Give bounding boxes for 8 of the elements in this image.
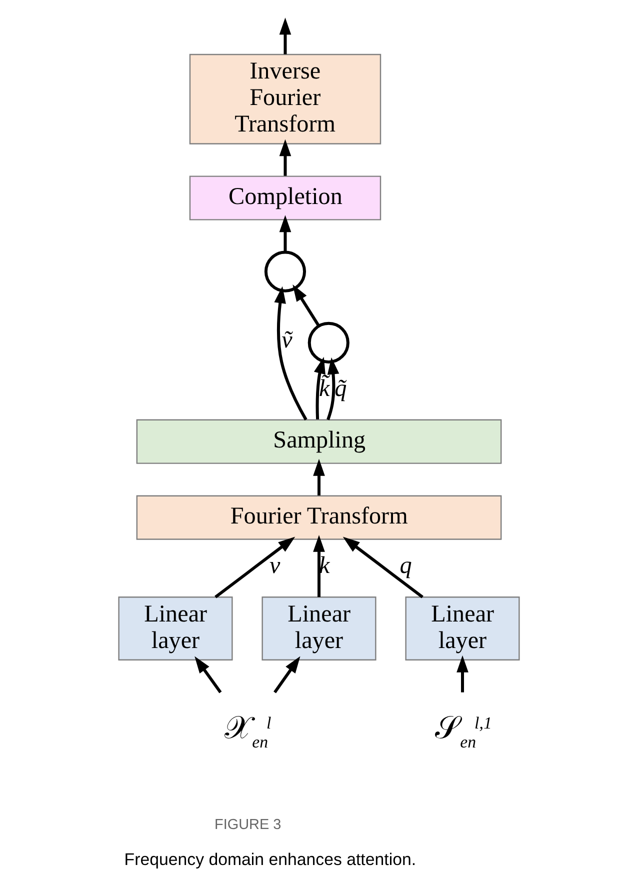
edge-label: q̃ bbox=[334, 376, 347, 402]
edge-label: q bbox=[400, 553, 412, 580]
label: FIGURE 3 bbox=[214, 816, 282, 833]
edge-label: k̃ bbox=[319, 376, 330, 402]
edge-label: ṽ bbox=[282, 328, 292, 354]
edge-label: v bbox=[270, 553, 280, 580]
caption: Frequency domain enhances attention. bbox=[124, 850, 416, 870]
edge-label: k bbox=[319, 553, 330, 580]
